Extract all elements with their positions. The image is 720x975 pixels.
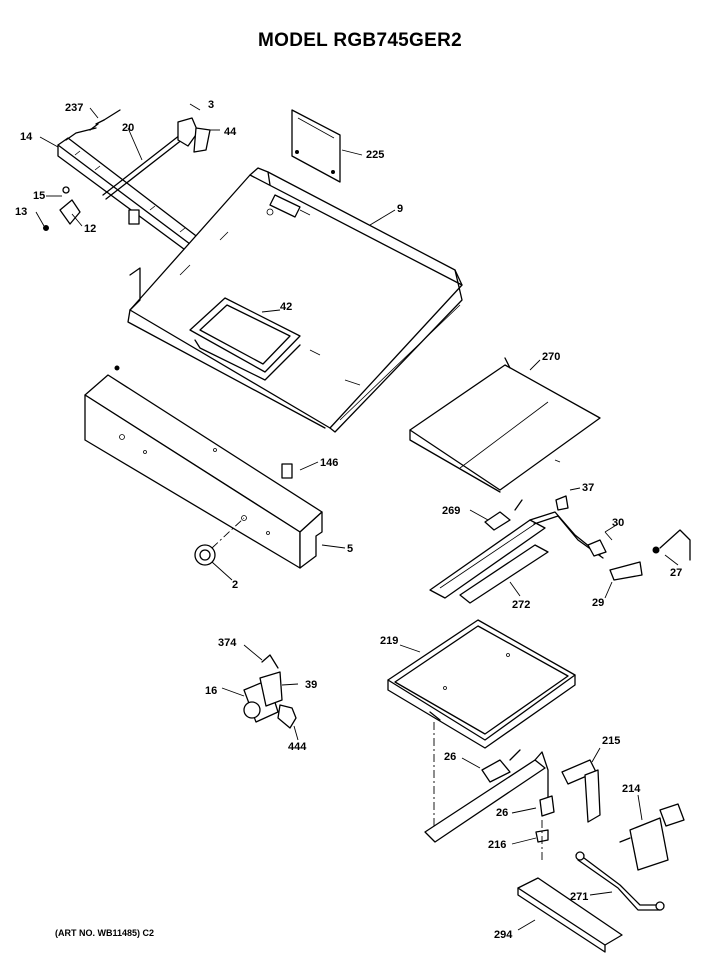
wire-271: [575, 851, 665, 911]
callout-146: 146: [320, 457, 338, 469]
burner-assembly-26: [424, 749, 601, 860]
callout-12: 12: [84, 223, 96, 235]
callout-42: 42: [280, 301, 292, 313]
callout-20: 20: [122, 122, 134, 134]
callout-294: 294: [494, 929, 513, 941]
callout-272: 272: [512, 599, 530, 611]
callout-27: 27: [670, 567, 682, 579]
callout-labels: 237 3 14 20 44 225 15 13 12 9 42 270 146…: [15, 99, 682, 941]
callout-374: 374: [218, 637, 237, 649]
callout-219: 219: [380, 635, 398, 647]
callout-2: 2: [232, 579, 238, 591]
burner-272: [429, 495, 691, 604]
callout-29: 29: [592, 597, 604, 609]
callout-270: 270: [542, 351, 560, 363]
callout-269: 269: [442, 505, 460, 517]
panel-270: [409, 357, 601, 493]
callout-216: 216: [488, 839, 506, 851]
callout-44: 44: [224, 126, 237, 138]
callout-15: 15: [33, 190, 45, 202]
callout-5: 5: [347, 543, 353, 555]
callout-16: 16: [205, 685, 217, 697]
leader-lines: [35, 103, 679, 931]
front-rail-5: [84, 365, 323, 569]
callout-30: 30: [612, 517, 624, 529]
valve-16: [243, 654, 297, 729]
callout-9: 9: [397, 203, 403, 215]
callout-225: 225: [366, 149, 384, 161]
callout-444: 444: [288, 741, 307, 753]
callout-215: 215: [602, 735, 620, 747]
callout-26a: 26: [444, 751, 456, 763]
bracket-294: [517, 877, 623, 953]
callout-13: 13: [15, 206, 27, 218]
panel-42: [189, 297, 301, 381]
callout-3: 3: [208, 99, 214, 111]
art-number: (ART NO. WB11485) C2: [55, 928, 155, 938]
bracket-225: [291, 109, 341, 183]
switch-214: [619, 803, 685, 871]
burner-box-9: [127, 167, 463, 433]
callout-237: 237: [65, 102, 83, 114]
callout-39: 39: [305, 679, 317, 691]
callout-14: 14: [20, 131, 33, 143]
callout-214: 214: [622, 783, 641, 795]
callout-37: 37: [582, 482, 594, 494]
knob-2: [194, 517, 245, 566]
callout-271: 271: [570, 891, 588, 903]
tray-219: [387, 619, 576, 830]
diagram-title: MODEL RGB745GER2: [257, 30, 462, 51]
callout-26b: 26: [496, 807, 508, 819]
